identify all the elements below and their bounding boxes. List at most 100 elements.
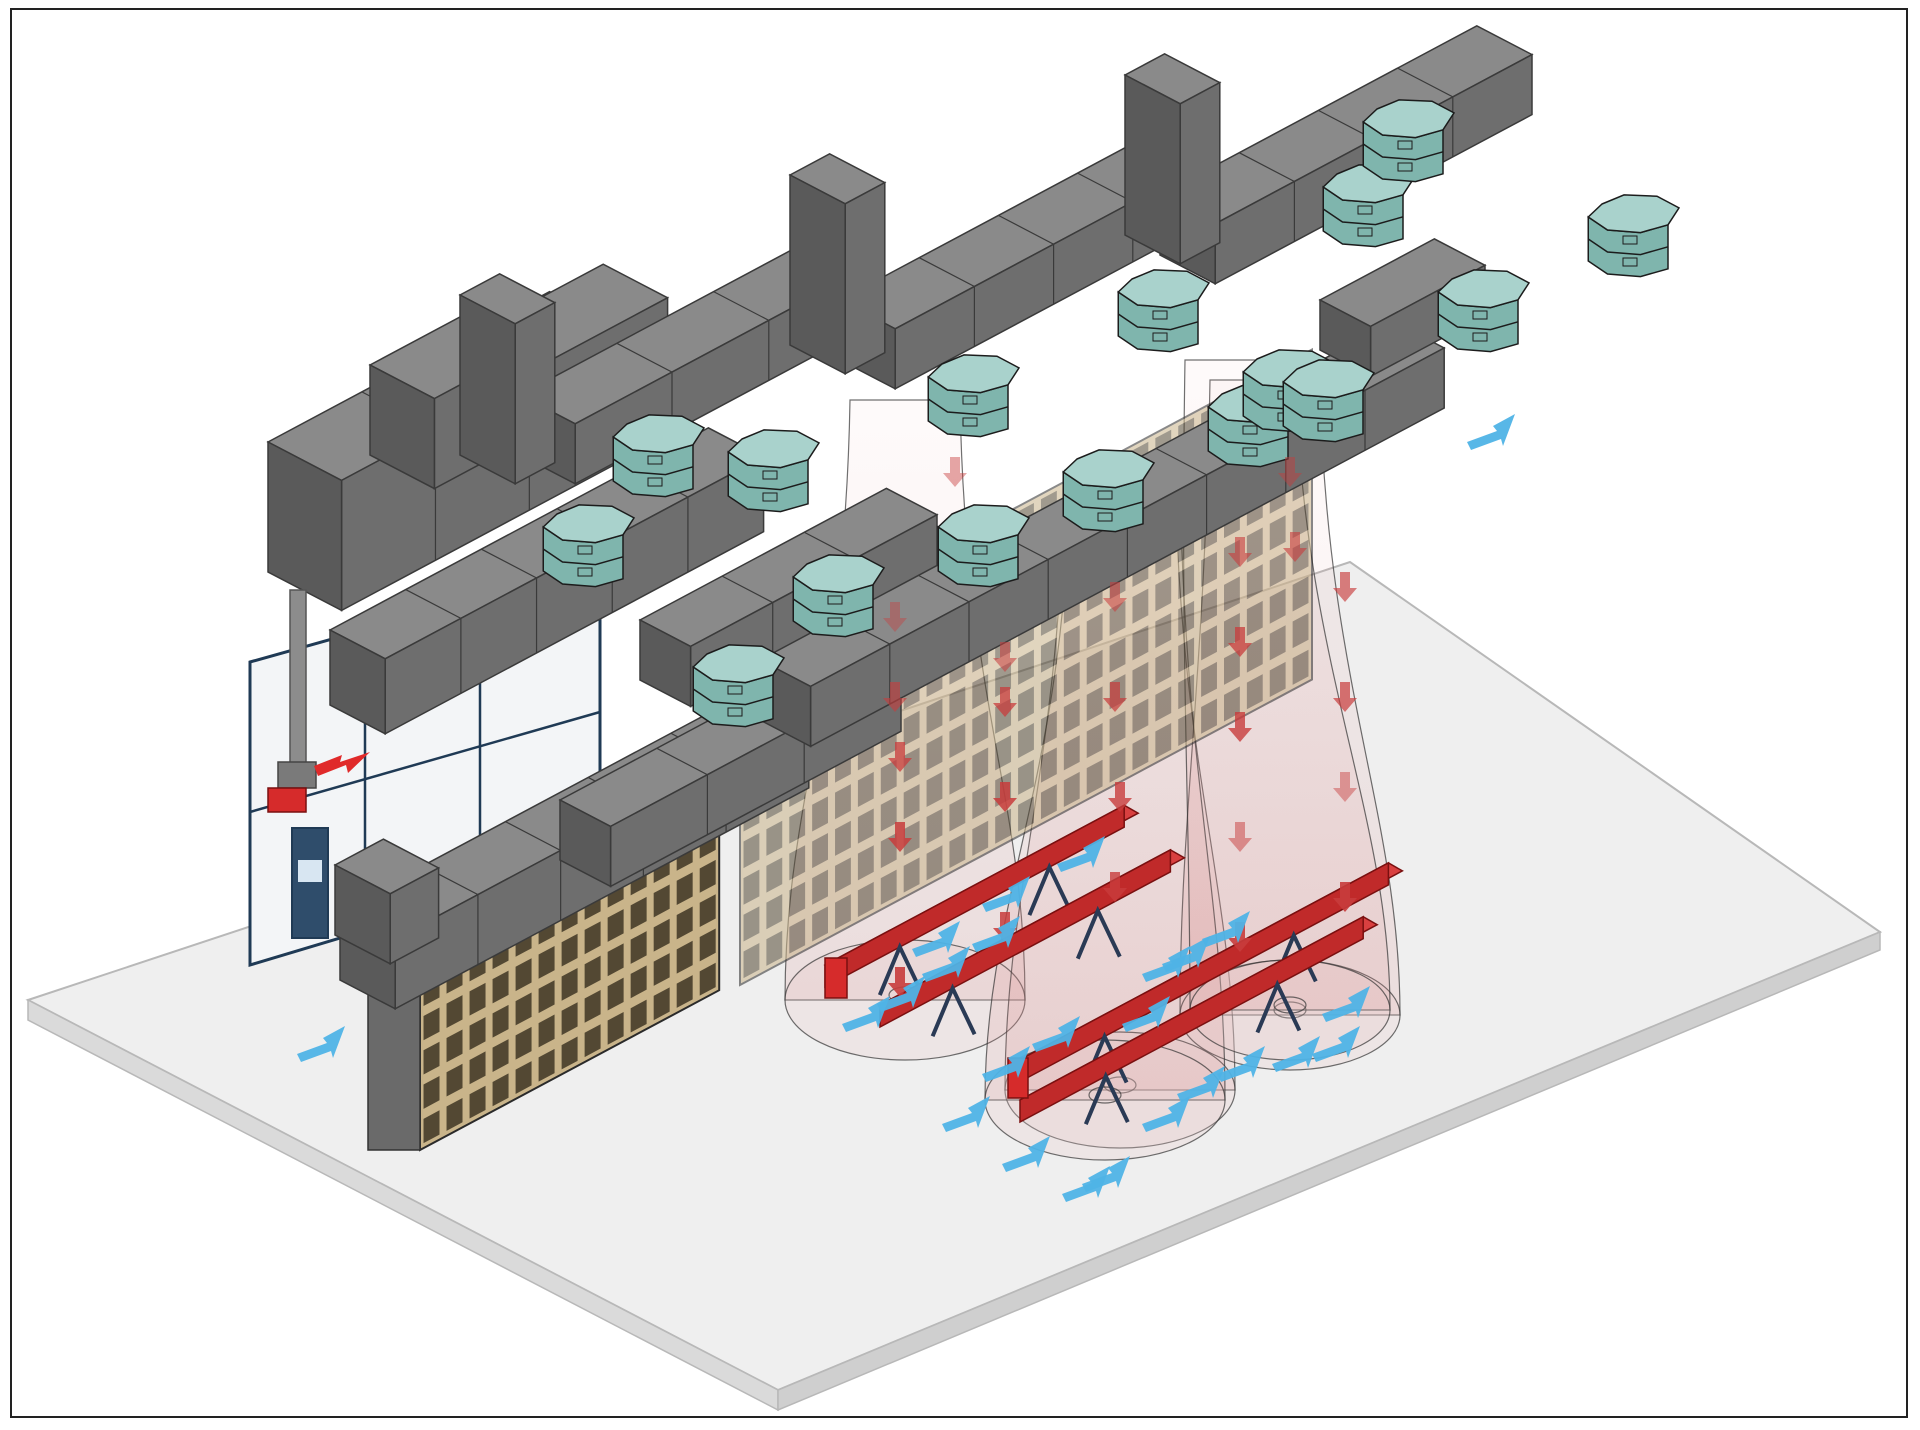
filter-cell <box>492 1039 509 1072</box>
supply-air-arrow-icon <box>1217 1046 1265 1082</box>
fan-unit-plate <box>1152 310 1168 320</box>
supply-air-arrow-icon <box>922 946 970 982</box>
filter-cell <box>492 970 509 1004</box>
down-airflow-arrow-icon <box>1228 537 1252 567</box>
filter-cell <box>699 894 716 928</box>
fan-unit-icon <box>1282 359 1376 399</box>
filter-cell <box>1063 661 1080 698</box>
filter-cell <box>1178 564 1195 600</box>
filter-cell <box>880 759 897 795</box>
duct-front-face <box>514 301 556 486</box>
filter-cell <box>880 796 897 832</box>
filter-cell <box>743 942 760 979</box>
filter-cell <box>1292 503 1309 539</box>
filter-cell <box>857 845 874 881</box>
filter-cell <box>584 1024 601 1058</box>
fan-unit-plate <box>827 595 843 605</box>
fan-unit <box>692 644 786 728</box>
burner-assembly <box>267 589 317 813</box>
duct-seam <box>721 575 774 663</box>
filter-cell <box>630 965 647 999</box>
vehicle-lift-rails <box>823 803 1404 1125</box>
filter-cell <box>538 980 555 1014</box>
filter-cell <box>1086 723 1103 759</box>
filter-cell <box>812 833 828 869</box>
filter-cell <box>1201 698 1217 734</box>
filter-cell <box>1063 735 1080 771</box>
supply-air-arrow-icon <box>1057 836 1105 872</box>
supply-air-arrow-icon <box>1202 911 1250 947</box>
filter-cell <box>446 995 463 1028</box>
filter-cell <box>1292 613 1309 649</box>
down-airflow-arrow-icon <box>1228 627 1252 657</box>
filter-cell <box>972 747 989 783</box>
filter-cell <box>1132 698 1149 734</box>
fan-unit-plate <box>1097 490 1113 500</box>
fan-unit <box>1362 99 1456 183</box>
filter-cell <box>812 906 828 942</box>
flue-pipe <box>289 589 307 771</box>
exhaust-air-arrow <box>314 752 370 776</box>
fan-unit-plate <box>1472 332 1488 342</box>
rail-leg <box>930 983 977 1037</box>
filter-cell <box>630 931 647 964</box>
supply-air-arrow-icon <box>1122 996 1170 1032</box>
fan-unit <box>1437 269 1531 353</box>
fan-unit-icon <box>927 354 1021 394</box>
down-airflow-arrow-icon <box>888 742 912 772</box>
fan-unit <box>612 414 706 498</box>
fan-unit-plate <box>1097 512 1113 522</box>
filter-cell <box>1155 576 1172 612</box>
filter-cell <box>949 833 966 869</box>
supply-air-arrow-icon <box>942 1096 990 1132</box>
filter-cell <box>789 918 806 954</box>
supply-air-arrow-icon <box>1002 1136 1050 1172</box>
filter-cell <box>1292 576 1309 612</box>
fan-unit-seam <box>1282 403 1364 421</box>
fan-unit-seam <box>1587 238 1669 256</box>
filter-cell <box>1178 710 1195 746</box>
filter-cell <box>1155 686 1172 722</box>
filter-cell <box>903 857 920 893</box>
supply-air-arrow-icon <box>297 1026 345 1062</box>
filter-cell <box>743 906 760 942</box>
fan-unit <box>937 504 1031 588</box>
filter-cell <box>926 735 943 771</box>
fan-unit-plate <box>1242 447 1258 457</box>
fan-unit-plate <box>972 545 988 555</box>
filter-cell <box>1224 649 1240 685</box>
filter-cell <box>676 906 693 940</box>
fan-unit-seam <box>1437 313 1519 331</box>
filter-cell <box>446 1063 463 1097</box>
filter-cell <box>1086 649 1103 685</box>
filter-cell <box>423 1110 440 1144</box>
down-airflow-arrow-icon <box>943 457 967 487</box>
supply-fan-units <box>542 99 1681 728</box>
supply-air-arrow-icon <box>1177 1066 1225 1102</box>
duct-seam <box>918 257 976 347</box>
filter-cell <box>835 784 851 820</box>
filter-cell <box>1224 576 1240 612</box>
duct-seam <box>422 865 479 965</box>
filter-cell <box>1018 796 1034 832</box>
filter-cell <box>607 1011 624 1045</box>
duct-end-face <box>329 628 386 736</box>
fan-unit <box>1282 359 1376 443</box>
duct-seam <box>1238 152 1296 242</box>
fan-unit-seam <box>1207 428 1289 446</box>
filter-cell <box>857 808 874 844</box>
filter-cell <box>995 808 1012 844</box>
supply-air-arrow-icon <box>1467 414 1515 450</box>
filter-cell <box>1063 698 1080 734</box>
filter-cell <box>1086 686 1103 722</box>
fan-unit-icon <box>937 504 1031 544</box>
fan-unit-plate <box>1397 140 1413 150</box>
rail-leg <box>877 942 924 996</box>
filter-cell <box>835 820 851 856</box>
control-cabinet <box>291 827 329 939</box>
filter-cell <box>607 943 624 977</box>
filter-cell <box>699 962 716 996</box>
duct-front-face <box>844 181 886 376</box>
filter-cell <box>1132 735 1149 771</box>
